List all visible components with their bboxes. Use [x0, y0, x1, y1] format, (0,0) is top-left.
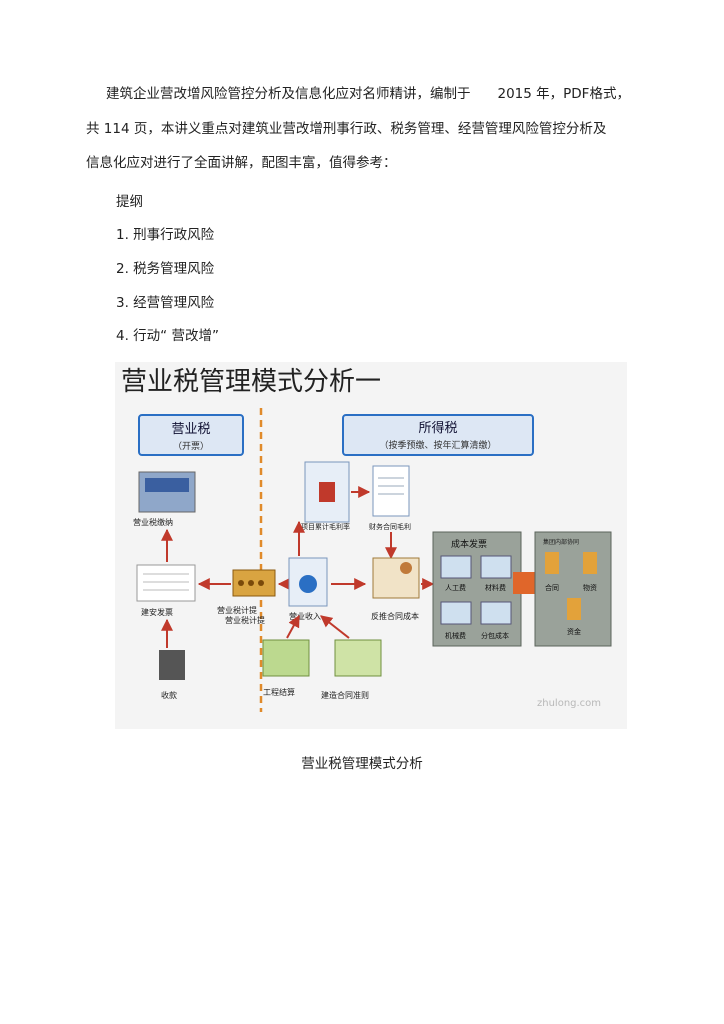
receipt-icon	[159, 650, 185, 680]
cost-invoice-title: 成本发票	[451, 538, 487, 550]
funds-label: 资金	[567, 627, 581, 636]
abacus-bead	[248, 580, 254, 586]
contract-icon	[545, 552, 559, 574]
business-tax-subtitle: （开票）	[173, 441, 209, 452]
diagram-svg: 营业税管理模式分析一 营业税 （开票） 所得税 （按季预缴、按年汇算清缴） 营业…	[115, 362, 627, 729]
material-label: 材料费	[485, 583, 506, 592]
cost-label: 反推合同成本	[371, 611, 419, 621]
receipt-label: 收款	[161, 690, 177, 700]
labor-label: 人工费	[445, 583, 466, 592]
outline-heading: 提纲	[116, 190, 143, 210]
invoice-label: 建安发票	[141, 607, 173, 617]
outline-item-2: 2. 税务管理风险	[116, 257, 214, 277]
revenue-label: 营业收入	[289, 611, 321, 621]
income-tax-subtitle: （按季预缴、按年汇算清缴）	[379, 439, 496, 451]
settlement-label: 工程结算	[263, 687, 295, 697]
settlement-doc-icon	[263, 640, 309, 676]
labor-doc-icon	[441, 556, 471, 578]
outline-item-3: 3. 经营管理风险	[116, 291, 214, 311]
goods-icon	[583, 552, 597, 574]
accrual-label-1: 营业税计提	[217, 605, 257, 615]
profit-rate-label: 项目累计毛利率	[301, 522, 350, 531]
outline-item-4: 4. 行动“ 营改增”	[116, 324, 219, 344]
machine-label: 机械费	[445, 631, 466, 640]
diagram-title: 营业税管理模式分析一	[121, 367, 381, 397]
cost-person-icon	[400, 562, 412, 574]
construction-rules-label: 建造合同准则	[321, 690, 369, 700]
revenue-pie-icon	[299, 575, 317, 593]
invoice-image	[137, 565, 195, 601]
material-doc-icon	[481, 556, 511, 578]
profit-rate-mark	[319, 482, 335, 502]
watermark-text: zhulong.com	[537, 698, 601, 709]
intro-line-2: 共 114 页，本讲义重点对建筑业营改增刑事行政、税务管理、经营管理风险管控分析…	[86, 123, 646, 137]
contract-label: 合同	[545, 583, 559, 592]
machine-doc-icon	[441, 602, 471, 624]
business-tax-title: 营业税	[171, 422, 210, 437]
abacus-bead	[258, 580, 264, 586]
abacus-bead	[238, 580, 244, 586]
tax-payment-label: 营业税缴纳	[133, 517, 173, 527]
contract-margin-label: 财务合同毛利	[369, 522, 411, 531]
subcontract-label: 分包成本	[481, 631, 509, 640]
intro-line-3: 信息化应对进行了全面讲解，配图丰富，值得参考：	[86, 157, 646, 171]
income-tax-title: 所得税	[418, 420, 457, 436]
funds-icon	[567, 598, 581, 620]
connector-arrow-icon	[513, 572, 535, 594]
cost-calc-icon	[373, 558, 419, 598]
goods-label: 物资	[583, 583, 597, 592]
figure-caption: 营业税管理模式分析	[0, 752, 724, 772]
tax-payment-banner	[145, 478, 189, 492]
subcontract-doc-icon	[481, 602, 511, 624]
intro-line-1: 建筑企业营改增风险管控分析及信息化应对名师精讲，编制于 2015 年，PDF格式…	[106, 88, 666, 102]
outline-item-1: 1. 刑事行政风险	[116, 223, 214, 243]
group-label: 集团内部协同	[543, 538, 579, 546]
accrual-label-2: 营业税计提	[225, 615, 265, 625]
construction-rules-doc-icon	[335, 640, 381, 676]
tax-management-diagram: 营业税管理模式分析一 营业税 （开票） 所得税 （按季预缴、按年汇算清缴） 营业…	[115, 362, 627, 729]
contract-margin-doc	[373, 466, 409, 516]
